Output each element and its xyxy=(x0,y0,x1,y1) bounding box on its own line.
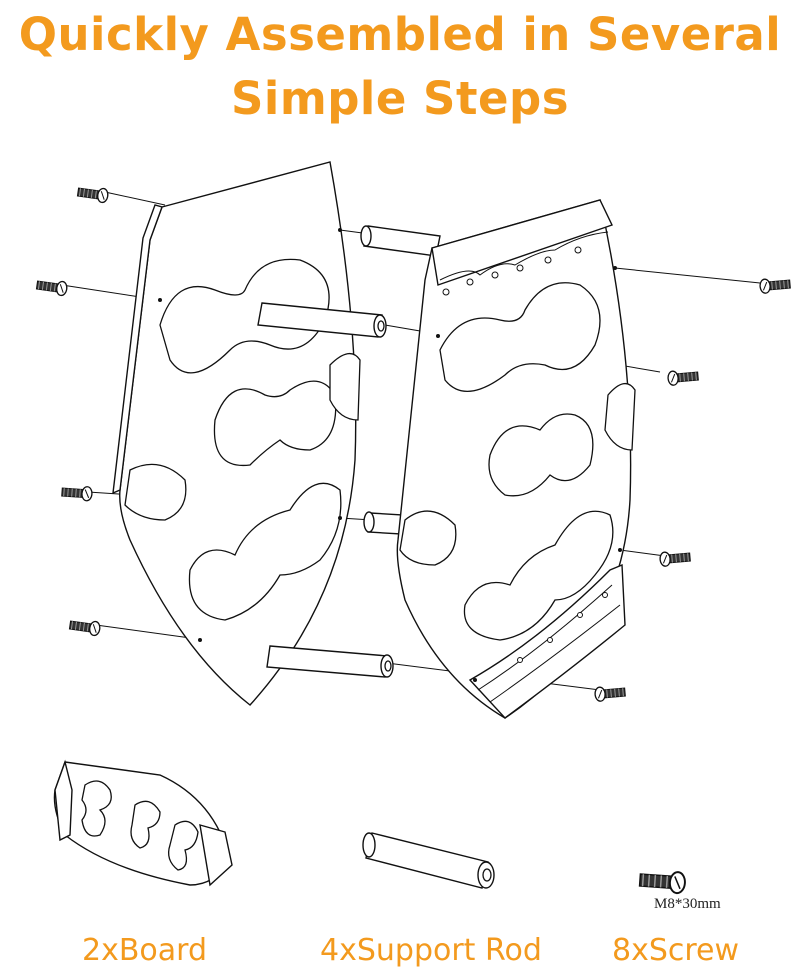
screw xyxy=(60,484,94,502)
support-rod xyxy=(266,645,394,678)
title-line-2: Simple Steps xyxy=(231,72,569,125)
screw xyxy=(68,617,102,637)
support-rod xyxy=(360,225,441,257)
left-board xyxy=(112,161,361,706)
screw xyxy=(660,550,691,567)
screw-part-icon xyxy=(638,868,687,895)
screw-count-label: 8xScrew xyxy=(612,933,740,968)
rod-count-label: 4xSupport Rod xyxy=(320,933,542,968)
screw xyxy=(76,184,110,204)
screw xyxy=(668,369,699,386)
screw-spec-label: M8*30mm xyxy=(654,896,721,912)
board-count-label: 2xBoard xyxy=(82,933,208,968)
support-rod xyxy=(257,302,387,338)
rod-part-icon xyxy=(362,832,495,889)
screw xyxy=(35,277,69,297)
board-part-icon xyxy=(53,759,233,887)
screw xyxy=(595,685,626,702)
right-board xyxy=(396,199,636,719)
screw xyxy=(760,277,791,294)
title-line-1: Quickly Assembled in Several xyxy=(18,8,782,61)
